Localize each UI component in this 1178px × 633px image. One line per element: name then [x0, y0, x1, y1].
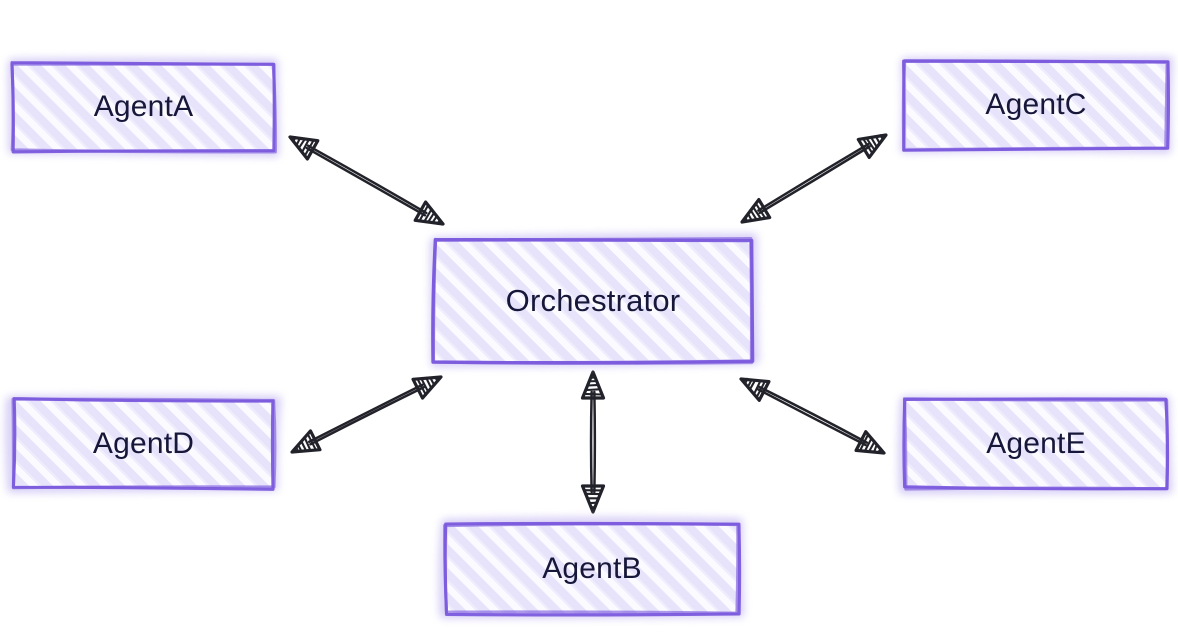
- edge-orchestrator-agentB[interactable]: [580, 370, 606, 514]
- edge-shaft: [758, 145, 871, 215]
- node-orchestrator[interactable]: [430, 233, 759, 367]
- edge-shaft: [305, 146, 427, 217]
- edge-shaft: [308, 383, 424, 444]
- node-agentE[interactable]: [898, 396, 1173, 494]
- arrowhead: [854, 430, 886, 455]
- node-fill: [446, 525, 738, 614]
- node-fill: [13, 400, 274, 488]
- edge-layer: [288, 133, 888, 514]
- arrowhead: [413, 200, 445, 226]
- arrowhead: [739, 377, 771, 402]
- edge-shaft: [589, 390, 593, 494]
- arrowhead: [290, 429, 322, 454]
- arrowhead: [740, 197, 772, 224]
- edge-orchestrator-agentD[interactable]: [290, 375, 443, 454]
- node-border: [901, 58, 1169, 152]
- edge-orchestrator-agentE[interactable]: [739, 377, 886, 455]
- arrowhead: [288, 135, 320, 161]
- edge-orchestrator-agentA[interactable]: [288, 135, 445, 226]
- edge-orchestrator-agentC[interactable]: [740, 133, 888, 224]
- arrowhead: [856, 133, 888, 160]
- edge-shaft: [758, 385, 869, 444]
- edge-shaft: [593, 390, 597, 494]
- node-agentD[interactable]: [5, 395, 281, 493]
- node-fill: [12, 62, 274, 150]
- edge-shaft: [756, 388, 867, 447]
- node-border: [902, 397, 1169, 491]
- edge-shaft: [757, 142, 870, 212]
- node-border: [431, 237, 754, 365]
- edge-shaft: [306, 144, 428, 215]
- arrowhead: [580, 370, 606, 400]
- node-fill: [906, 61, 1167, 149]
- node-agentB[interactable]: [439, 517, 744, 618]
- node-fill: [905, 400, 1167, 488]
- node-border: [10, 62, 278, 154]
- arrowhead: [411, 375, 443, 400]
- node-border: [443, 522, 740, 615]
- node-agentC[interactable]: [900, 56, 1173, 154]
- edge-shaft: [309, 385, 425, 446]
- node-agentA[interactable]: [8, 58, 279, 157]
- node-fill: [434, 239, 751, 362]
- node-layer: [5, 56, 1173, 618]
- node-border: [11, 397, 277, 490]
- arrowhead: [580, 484, 606, 514]
